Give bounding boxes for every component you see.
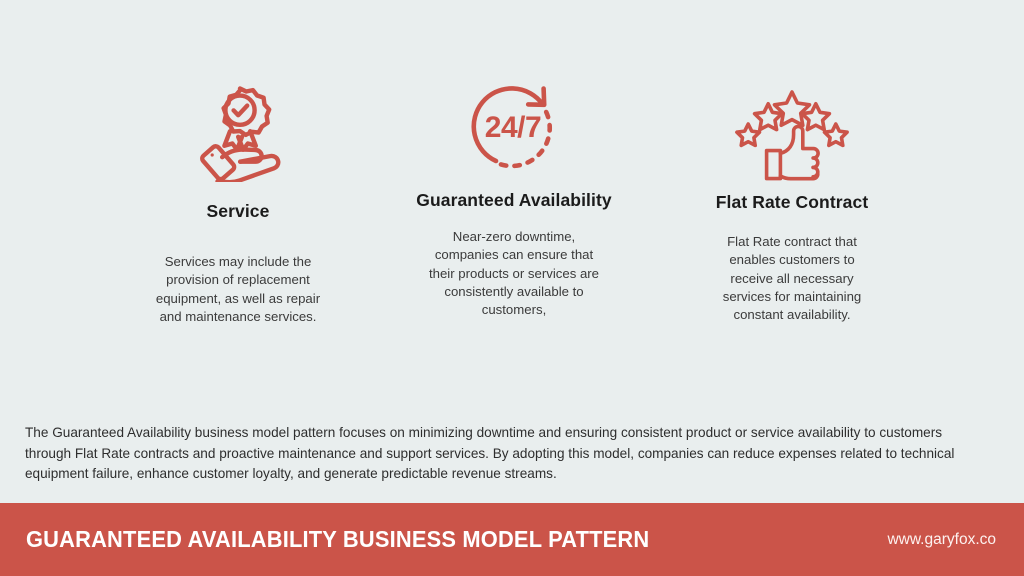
hand-holding-award-badge-icon (178, 78, 298, 182)
feature-title: Guaranteed Availability (416, 190, 612, 210)
footer-title: GUARANTEED AVAILABILITY BUSINESS MODEL P… (26, 526, 650, 552)
footer-website-url[interactable]: www.garyfox.co (887, 530, 996, 548)
feature-title: Service (206, 201, 270, 221)
24-7-availability-icon: 24/7 (458, 78, 570, 182)
feature-body: Near-zero downtime, companies can ensure… (428, 229, 600, 317)
footer-bar: GUARANTEED AVAILABILITY BUSINESS MODEL P… (0, 503, 1024, 576)
feature-body: Services may include the provision of re… (155, 254, 321, 324)
feature-body: Flat Rate contract that enables customer… (722, 234, 862, 322)
thumbs-up-five-stars-icon (732, 78, 852, 182)
svg-text:24/7: 24/7 (485, 111, 541, 144)
feature-column-flat-rate-contract: Flat Rate Contract Flat Rate contract th… (654, 78, 930, 324)
feature-columns: Service Services may include the provisi… (0, 78, 1024, 326)
feature-title: Flat Rate Contract (715, 192, 869, 212)
feature-column-guaranteed-availability: 24/7 Guaranteed Availability Near-zero d… (376, 78, 652, 319)
summary-paragraph: The Guaranteed Availability business mod… (25, 425, 955, 482)
feature-column-service: Service Services may include the provisi… (100, 78, 376, 326)
